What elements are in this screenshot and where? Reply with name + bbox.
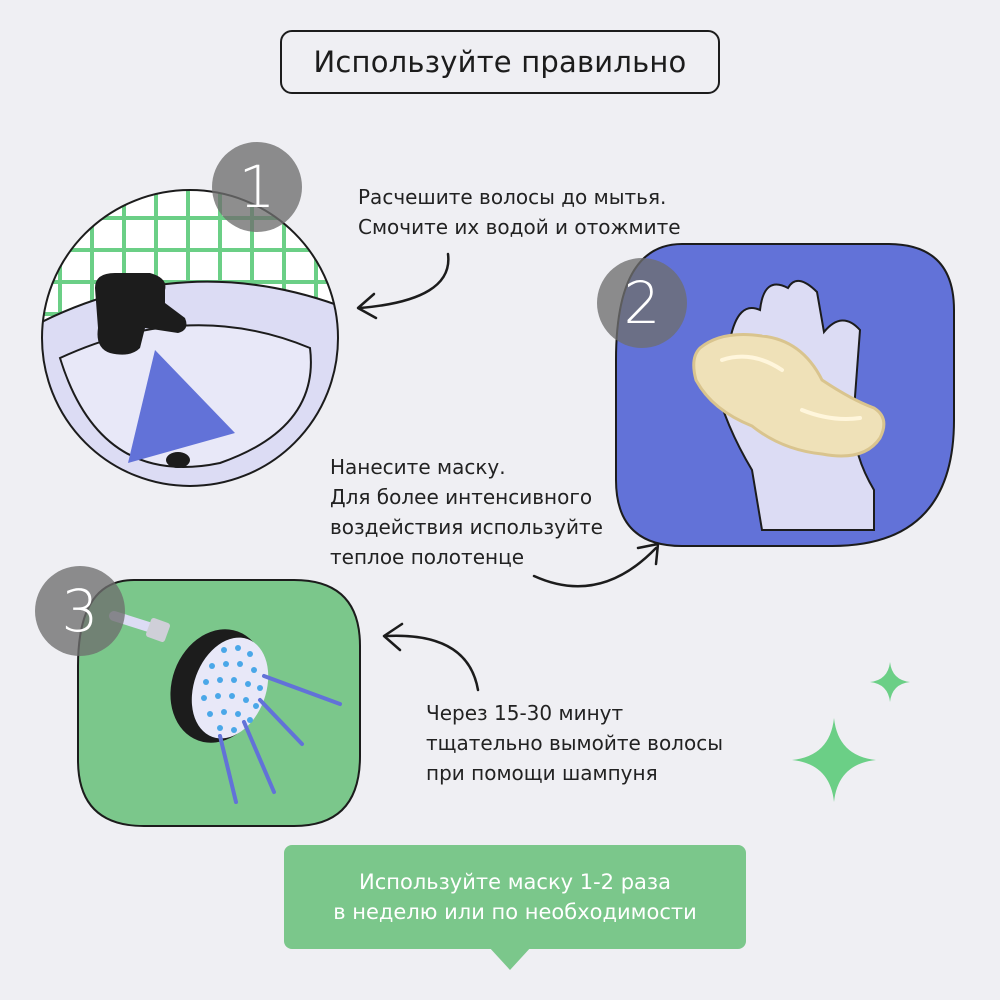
step-1-text: Расчешите волосы до мытья. Смочите их во… xyxy=(358,182,681,242)
usage-note-tail xyxy=(488,946,532,970)
page-title: Используйте правильно xyxy=(280,30,720,94)
step-2-text: Нанесите маску. Для более интенсивного в… xyxy=(330,452,603,572)
step-2-line-4: теплое полотенце xyxy=(330,545,524,569)
hands-with-mask-illustration xyxy=(615,243,955,547)
sparkle-icon-large xyxy=(792,718,876,802)
step-3-line-1: Через 15-30 минут xyxy=(426,701,624,725)
step-2-line-2: Для более интенсивного xyxy=(330,485,593,509)
step-1-line-1: Расчешите волосы до мытья. xyxy=(358,185,667,209)
arrow-icon-step-1 xyxy=(356,252,450,320)
step-2-line-3: воздействия используйте xyxy=(330,515,603,539)
step-number-1: 1 xyxy=(212,142,302,232)
step-2-line-1: Нанесите маску. xyxy=(330,455,506,479)
step-3-text: Через 15-30 минут тщательно вымойте воло… xyxy=(426,698,723,788)
sink-faucet-illustration xyxy=(41,189,339,487)
step-3-line-2: тщательно вымойте волосы xyxy=(426,731,723,755)
usage-note-line-1: Используйте маску 1-2 раза xyxy=(359,870,671,894)
usage-note-line-2: в неделю или по необходимости xyxy=(333,900,697,924)
arrow-icon-step-3 xyxy=(382,622,480,692)
page-title-text: Используйте правильно xyxy=(313,45,687,79)
usage-note: Используйте маску 1-2 раза в неделю или … xyxy=(284,845,746,949)
step-number-2: 2 xyxy=(597,258,687,348)
arrow-icon-step-2 xyxy=(532,542,660,588)
step-1-line-2: Смочите их водой и отожмите xyxy=(358,215,681,239)
step-number-3: 3 xyxy=(35,566,125,656)
step-3-line-3: при помощи шампуня xyxy=(426,761,658,785)
shower-head-illustration xyxy=(77,579,361,827)
sparkle-icon-small xyxy=(870,662,910,702)
